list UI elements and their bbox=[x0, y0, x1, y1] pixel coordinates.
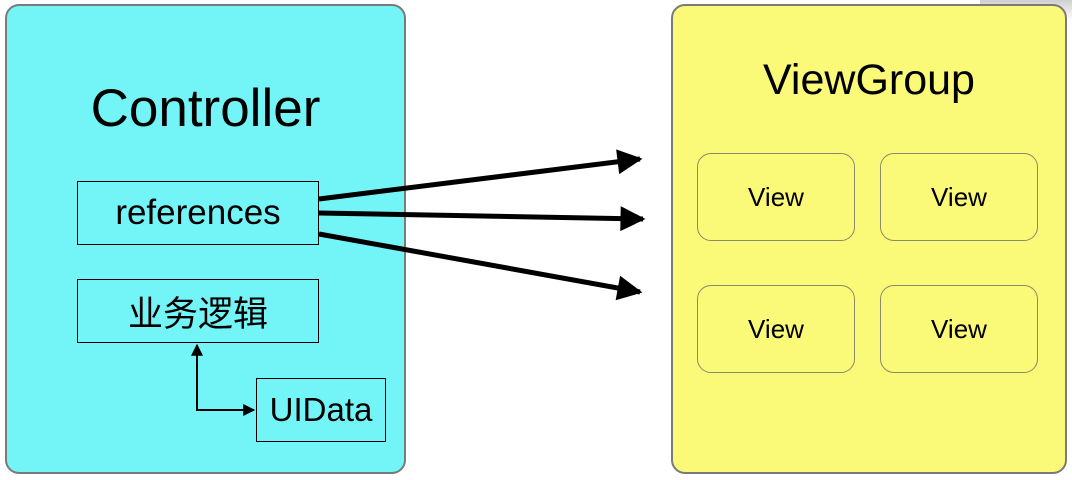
reference-arrow-middle bbox=[318, 206, 646, 232]
reference-arrow-top bbox=[318, 149, 643, 202]
reference-arrows bbox=[318, 149, 646, 301]
controller-title: Controller bbox=[90, 79, 321, 138]
view-box-4: View bbox=[880, 285, 1038, 373]
view-box-3: View bbox=[697, 285, 855, 373]
uidata-connector bbox=[191, 343, 256, 416]
references-box: references bbox=[77, 181, 319, 245]
view-box-1: View bbox=[697, 153, 855, 241]
uidata-to-logic-arrow bbox=[191, 343, 254, 411]
reference-arrow-bottom bbox=[318, 231, 643, 301]
uidata-box: UIData bbox=[256, 378, 386, 442]
business-logic-box: 业务逻辑 bbox=[77, 279, 319, 343]
view-box-2: View bbox=[880, 153, 1038, 241]
viewgroup-title: ViewGroup bbox=[763, 56, 975, 104]
